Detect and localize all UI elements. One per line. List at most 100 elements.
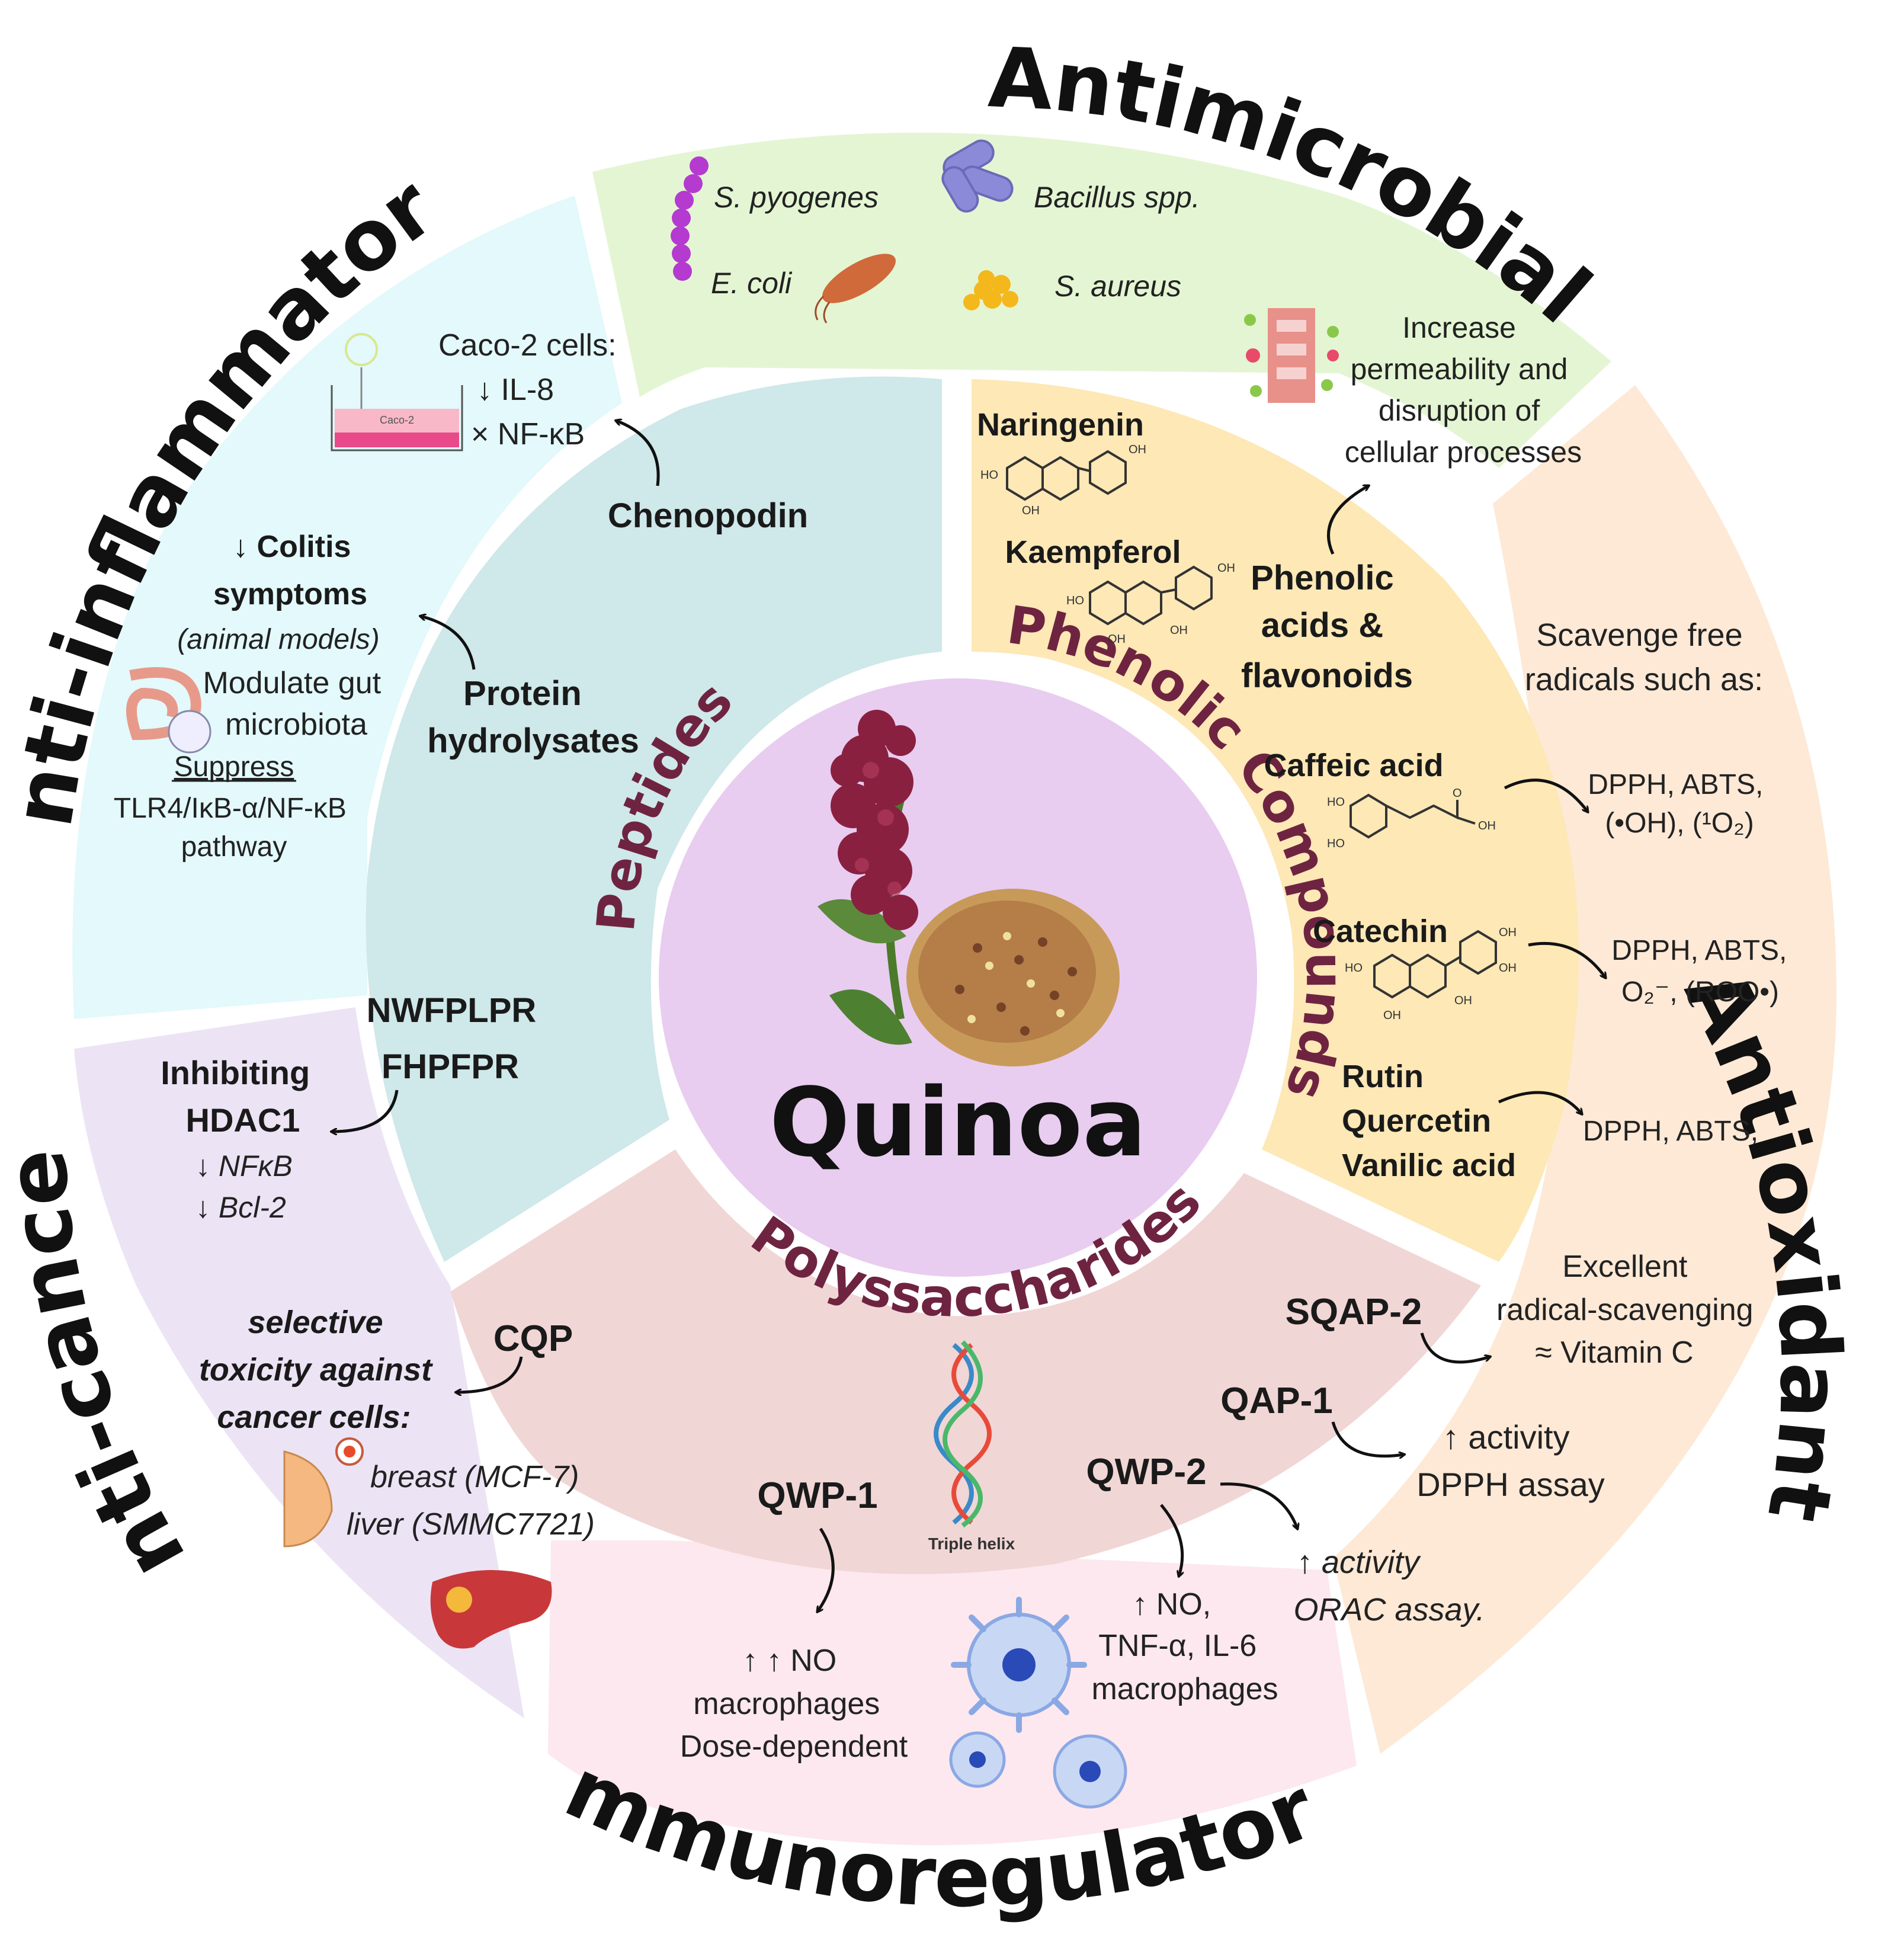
- peptide-sequences: NWFPLPR FHPFPR: [367, 991, 546, 1086]
- svg-text:Caco-2: Caco-2: [380, 414, 414, 426]
- polysaccharides-content: CQP SQAP-2 QAP-1 QWP-1 QWP-2 Triple heli…: [493, 1292, 1490, 1612]
- qwp2-effect: ↑ NO, TNF-α, IL-6 macrophages: [1091, 1587, 1278, 1706]
- svg-text:HO: HO: [1327, 837, 1345, 850]
- e-coli-icon: [815, 254, 896, 323]
- svg-text:OH: OH: [1478, 819, 1496, 832]
- qap-activity-text: ↑ activity DPPH assay: [1416, 1418, 1604, 1503]
- bacillus-icon: [941, 139, 1014, 213]
- svg-text:OH: OH: [1129, 443, 1146, 456]
- phenolic-content: Naringenin HO OH OH Kaempferol HO OH OH …: [977, 407, 1605, 1183]
- org-bacillus: Bacillus spp.: [1034, 181, 1200, 214]
- qap1-label: QAP-1: [1220, 1380, 1332, 1421]
- svg-text:OH: OH: [1499, 926, 1517, 939]
- naringenin-label: Naringenin: [977, 407, 1144, 443]
- svg-text:HO: HO: [1345, 962, 1363, 975]
- anticancer-content: Inhibiting HDAC1 ↓ NFκB ↓ Bcl-2 selectiv…: [161, 1054, 595, 1649]
- suppress-text: Suppress: [174, 751, 294, 783]
- svg-text:O: O: [1453, 787, 1462, 800]
- org-s-aureus: S. aureus: [1054, 270, 1181, 303]
- arrow-sqap: [1420, 1332, 1490, 1364]
- gut-microbiota-text: Modulate gut microbiota: [203, 666, 389, 742]
- scavenge-text: Scavenge free radicals such as:: [1525, 617, 1763, 697]
- org-e-coli: E. coli: [711, 267, 793, 300]
- radicals-3: DPPH, ABTS,: [1583, 1116, 1758, 1147]
- sector-antimicrobial: [592, 132, 1611, 468]
- hdac-text: Inhibiting HDAC1: [161, 1054, 319, 1139]
- svg-text:OH: OH: [1383, 1009, 1401, 1022]
- outer-ring: [72, 132, 1836, 1846]
- caffeic-acid-label: Caffeic acid: [1264, 748, 1443, 783]
- quinoa-seeds-icon: [906, 889, 1120, 1066]
- arrow-qwp2-orac: [1220, 1482, 1297, 1529]
- streptococcus-icon: [671, 156, 709, 281]
- macrophage-icon: [951, 1597, 1087, 1733]
- catechin-structure: [1373, 930, 1497, 999]
- liver-icon: [430, 1570, 552, 1649]
- sector-anticancer: [74, 1007, 524, 1718]
- membrane-effect-text: Increase permeability and disruption of …: [1345, 311, 1582, 469]
- arrow-qwp1: [818, 1527, 835, 1612]
- intestine-icon: [126, 667, 211, 754]
- arrow-sequences: [332, 1090, 399, 1132]
- svg-text:OH: OH: [1217, 562, 1235, 575]
- qwp1-effect: ↑ ↑ NO macrophages Dose-dependent: [680, 1644, 908, 1764]
- sector-antiinflammatory: [72, 196, 622, 1019]
- peptides-content: Chenopodin Protein hydrolysates NWFPLPR …: [332, 421, 808, 1132]
- svg-text:OH: OH: [1499, 962, 1517, 975]
- svg-text:HO: HO: [980, 469, 998, 482]
- excellent-scavenging-text: Excellent radical-scavenging ≈ Vitamin C: [1496, 1250, 1762, 1370]
- naringenin-structure: [1006, 450, 1127, 501]
- svg-text:OH: OH: [1108, 633, 1126, 646]
- s-aureus-icon: [963, 270, 1018, 310]
- orac-activity-text: ↑ activity ORAC assay.: [1293, 1545, 1485, 1628]
- sector-phenolic: [972, 379, 1579, 1262]
- qwp2-label: QWP-2: [1086, 1452, 1206, 1492]
- arrow-rutin: [1498, 1091, 1582, 1114]
- hdac-targets: ↓ NFκB ↓ Bcl-2: [195, 1149, 301, 1224]
- immunoregulatory-content: ↑ ↑ NO macrophages Dose-dependent ↑ NO, …: [680, 1587, 1278, 1809]
- radicals-1: DPPH, ABTS, (•OH), (¹O₂): [1588, 769, 1771, 839]
- qwp1-label: QWP-1: [757, 1475, 877, 1516]
- svg-text:OH: OH: [1170, 624, 1188, 637]
- sector-antioxidant: [1333, 385, 1836, 1754]
- arrow-qwp2-immuno: [1160, 1504, 1182, 1576]
- colitis-text: ↓ Colitis symptoms: [213, 530, 367, 611]
- hydrolysates-label: Protein hydrolysates: [427, 674, 639, 760]
- animal-models-text: (animal models): [177, 624, 379, 655]
- org-s-pyogenes: S. pyogenes: [714, 181, 879, 214]
- cqp-label: CQP: [493, 1318, 573, 1359]
- selective-toxicity-text: selective toxicity against cancer cells:: [199, 1305, 441, 1435]
- quinoa-plant-icon: [818, 710, 918, 1045]
- kaempferol-label: Kaempferol: [1005, 534, 1181, 570]
- breast-icon: [283, 1437, 364, 1548]
- arrow-catechin: [1528, 941, 1605, 978]
- caco2-cells-icon: Caco-2: [331, 333, 463, 451]
- svg-text:HO: HO: [1327, 796, 1345, 809]
- arrow-qap1: [1331, 1421, 1404, 1456]
- chenopodin-label: Chenopodin: [608, 496, 808, 535]
- triple-helix-label: Triple helix: [928, 1534, 1015, 1553]
- center-title: Quinoa: [770, 1067, 1147, 1178]
- arrow-hydrolysates: [421, 616, 476, 670]
- rutin-quercetin-vanilic: Rutin Quercetin Vanilic acid: [1342, 1059, 1516, 1183]
- arrow-caffeic: [1504, 779, 1588, 812]
- svg-text:HO: HO: [1066, 594, 1084, 607]
- antiinflammatory-content: Caco-2 Caco-2 cells: ↓ IL-8 × NF-κB ↓ Co…: [114, 328, 625, 863]
- triple-helix-icon: [934, 1340, 992, 1528]
- antimicrobial-content: S. pyogenes Bacillus spp. E. coli S. aur…: [671, 139, 1582, 469]
- svg-text:OH: OH: [1454, 994, 1472, 1007]
- arrow-phenolic-antimicrobial: [1327, 486, 1369, 555]
- radicals-2: DPPH, ABTS, O₂⁻, (ROO•): [1611, 935, 1794, 1008]
- caco2-text: Caco-2 cells: ↓ IL-8 × NF-κB: [438, 328, 625, 451]
- catechin-label: Catechin: [1313, 914, 1448, 949]
- membrane-icon: [1244, 308, 1339, 403]
- svg-text:OH: OH: [1022, 504, 1040, 517]
- antioxidant-content: Scavenge free radicals such as: DPPH, AB…: [1293, 617, 1794, 1628]
- pathway-text: TLR4/IκB-α/NF-κB pathway: [114, 793, 354, 863]
- phenolic-group-label: Phenolic acids & flavonoids: [1241, 559, 1413, 695]
- cancer-cell-lines: breast (MCF-7) liver (SMMC7721): [347, 1460, 595, 1542]
- caffeic-acid-structure: [1350, 793, 1476, 839]
- macrophage-small-icon: [949, 1731, 1127, 1809]
